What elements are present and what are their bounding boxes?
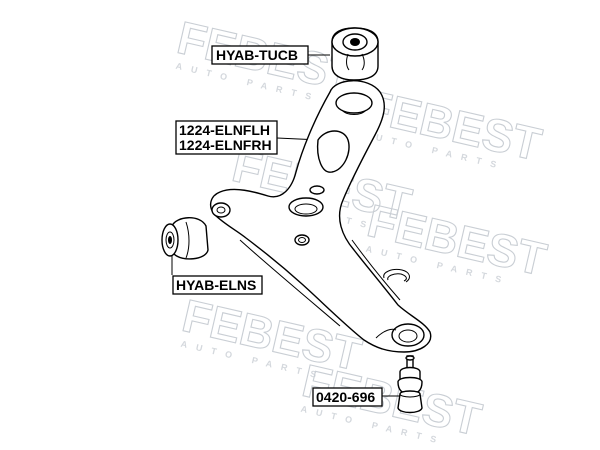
watermark-right: FEBEST AUTO PARTS [362,194,552,287]
bushing-tucb-drawing [331,27,379,81]
part-number-elns: HYAB-ELNS [176,277,256,293]
part-number-arm-rh: 1224-ELNFRH [179,137,272,153]
label-tucb: HYAB-TUCB [211,45,309,65]
snap-ring-drawing [383,269,410,283]
ball-joint-drawing [397,355,423,414]
label-elns: HYAB-ELNS [172,275,263,295]
label-ball-joint: 0420-696 [312,387,383,407]
bushing-elns-drawing [161,217,209,260]
label-arm: 1224-ELNFLH 1224-ELNFRH [175,120,278,155]
part-number-ball-joint: 0420-696 [316,389,375,405]
control-arm-drawing [209,80,432,353]
watermark-right-top: FEBEST AUTO PARTS [357,79,547,172]
part-number-arm-lh: 1224-ELNFLH [179,122,270,138]
part-number-tucb: HYAB-TUCB [216,47,298,63]
